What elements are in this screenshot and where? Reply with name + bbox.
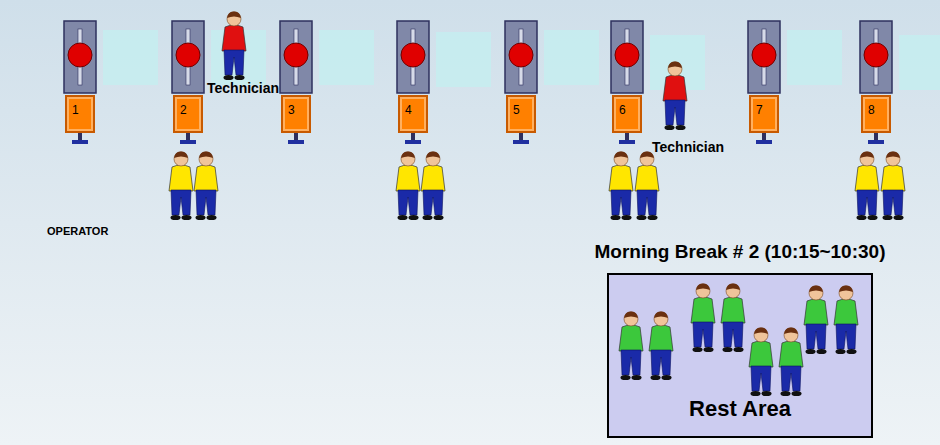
operator-figure <box>881 151 905 220</box>
resting-figure <box>834 285 858 354</box>
machine-number: 2 <box>180 103 187 117</box>
tower-light-stand <box>611 21 643 144</box>
operator-figures <box>169 151 905 220</box>
tower-light-stand <box>280 21 312 144</box>
operator-figure <box>169 151 193 220</box>
technician-figure <box>222 11 246 80</box>
tower-light-stand <box>64 21 96 144</box>
machine-box: 7 <box>749 95 779 133</box>
tower-light-stand <box>397 21 429 144</box>
tower-light-stand <box>505 21 537 144</box>
operator-figure <box>396 151 420 220</box>
operator-figure <box>609 151 633 220</box>
technician-label: Technician <box>207 80 279 96</box>
cyan-panel <box>211 30 266 85</box>
machine-number: 3 <box>288 103 295 117</box>
resting-figure <box>691 283 715 352</box>
cyan-panel <box>319 30 374 85</box>
machine-box: 6 <box>612 95 642 133</box>
machine-number: 1 <box>72 103 79 117</box>
resting-figure <box>779 327 803 396</box>
operator-label: OPERATOR <box>47 225 108 237</box>
operator-figure <box>635 151 659 220</box>
machine-box: 8 <box>861 95 891 133</box>
machine-box: 1 <box>65 95 95 133</box>
machine-box: 3 <box>281 95 311 133</box>
cyan-panel <box>436 32 491 87</box>
machine-box: 2 <box>173 95 203 133</box>
resting-figure <box>721 283 745 352</box>
resting-figure <box>749 327 773 396</box>
tower-light-stand <box>860 21 892 144</box>
operator-figure <box>855 151 879 220</box>
resting-figure <box>804 285 828 354</box>
machine-number: 7 <box>756 103 763 117</box>
machine-number: 6 <box>619 103 626 117</box>
technician-figure <box>663 61 687 130</box>
tower-light-stand <box>172 21 204 144</box>
machine-number: 4 <box>405 103 412 117</box>
cyan-panel <box>899 35 940 90</box>
machine-number: 8 <box>868 103 875 117</box>
cyan-panel <box>544 30 599 85</box>
cyan-panel <box>787 30 842 85</box>
tower-light-stand <box>748 21 780 144</box>
operator-figure <box>421 151 445 220</box>
rest-area-box: Morning Break # 2 (10:15~10:30)Rest Area <box>607 273 873 438</box>
technician-label: Technician <box>652 139 724 155</box>
rest-area-title: Rest Area <box>609 396 871 422</box>
cyan-panel <box>650 35 705 90</box>
technician-figures <box>222 11 687 130</box>
break-heading: Morning Break # 2 (10:15~10:30) <box>595 241 886 263</box>
resting-figure <box>649 311 673 380</box>
cyan-panel <box>103 30 158 85</box>
resting-figure <box>619 311 643 380</box>
machine-box: 4 <box>398 95 428 133</box>
operator-figure <box>194 151 218 220</box>
resting-figures <box>619 283 858 396</box>
machine-box: 5 <box>506 95 536 133</box>
machine-number: 5 <box>513 103 520 117</box>
